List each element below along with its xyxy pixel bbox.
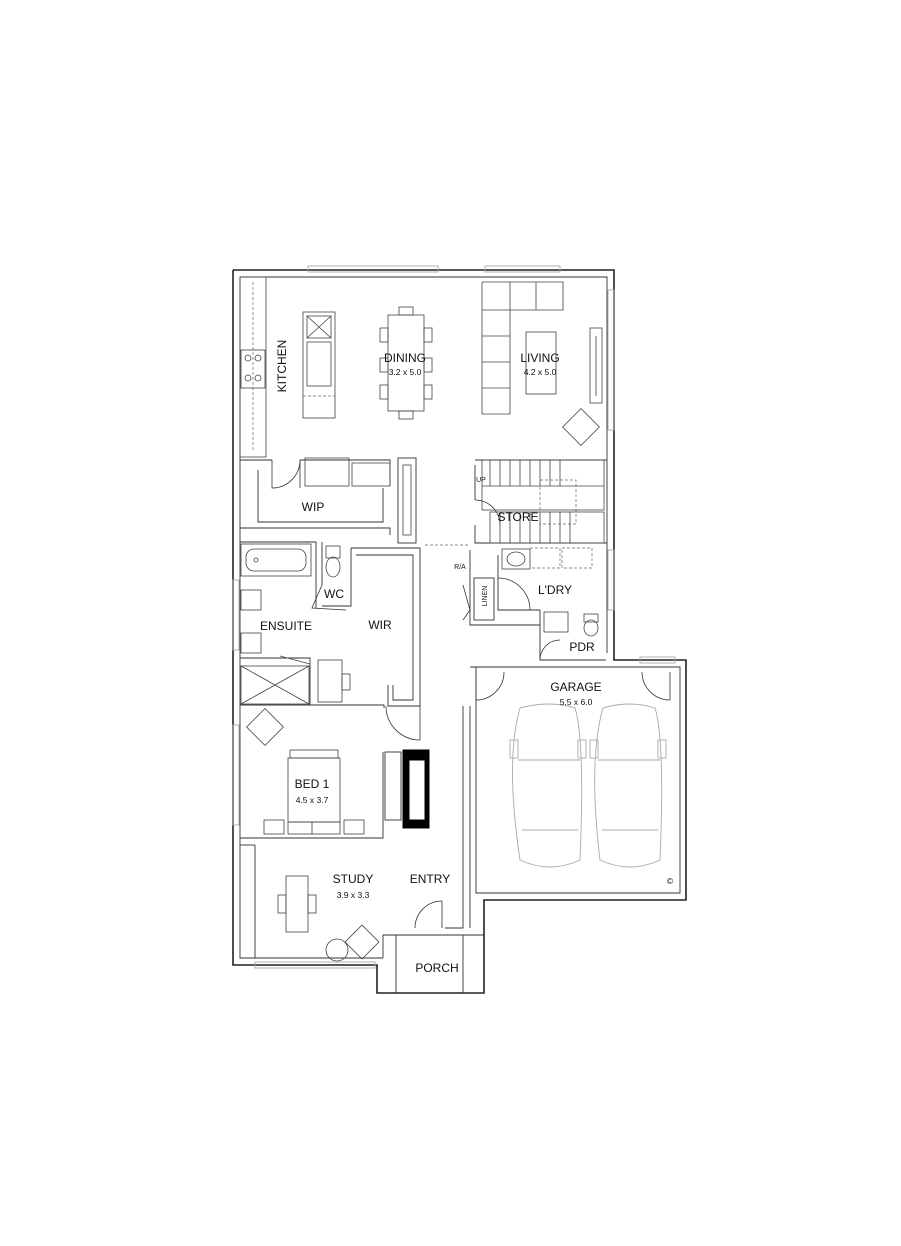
wc-label: WC: [324, 587, 344, 601]
wir-label: WIR: [368, 618, 392, 632]
kitchen: [239, 276, 391, 487]
garage-label: GARAGE: [550, 680, 601, 694]
outer-walls: [232, 265, 687, 994]
study-label: STUDY: [333, 872, 374, 886]
living-furniture: [481, 281, 603, 446]
living-dimensions: 4.2 x 5.0: [524, 367, 557, 377]
dining-furniture: [379, 306, 433, 420]
pdr-label: PDR: [569, 640, 595, 654]
room-labels: KITCHEN DINING 3.2 x 5.0 LIVING 4.2 x 5.…: [260, 340, 674, 975]
study-dimensions: 3.9 x 3.3: [337, 890, 370, 900]
return-air-label: R/A: [454, 564, 466, 571]
copyright-mark: ©: [667, 876, 674, 886]
linen-label: LINEN: [482, 586, 489, 607]
living-label: LIVING: [520, 351, 559, 365]
porch-label: PORCH: [415, 961, 458, 975]
laundry-fixtures: [501, 547, 599, 637]
dining-label: DINING: [384, 351, 426, 365]
doors: [271, 459, 671, 929]
study-furniture: [277, 875, 380, 962]
garage-dimensions: 5.5 x 6.0: [560, 697, 593, 707]
ensuite-label: ENSUITE: [260, 619, 312, 633]
store-label: STORE: [497, 510, 538, 524]
laundry-label: L'DRY: [538, 583, 572, 597]
ensuite-fixtures: [240, 543, 351, 705]
bed1-dimensions: 4.5 x 3.7: [296, 795, 329, 805]
dining-dimensions: 3.2 x 5.0: [389, 367, 422, 377]
garage-cars: [509, 703, 667, 868]
wip-label: WIP: [302, 500, 325, 514]
entry-label: ENTRY: [410, 872, 450, 886]
internal-walls: [240, 457, 607, 993]
stairs: [425, 459, 605, 546]
stair-up-label: UP: [476, 477, 486, 484]
bed1-label: BED 1: [295, 777, 330, 791]
bed1-furniture: [246, 708, 365, 835]
kitchen-label: KITCHEN: [275, 340, 289, 393]
